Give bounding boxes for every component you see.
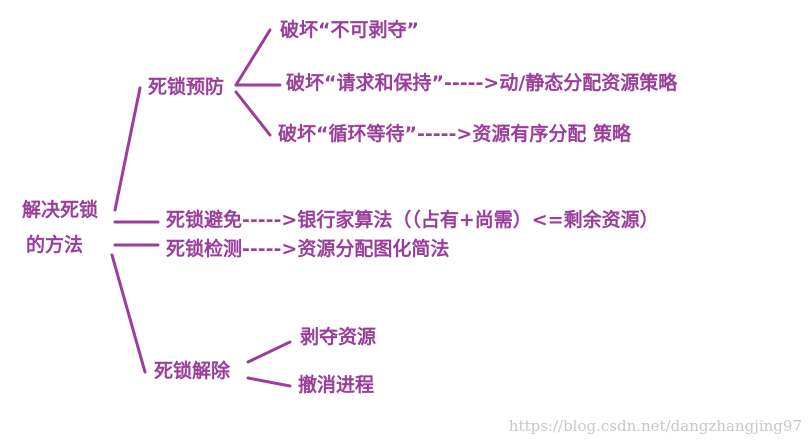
root-label-line-1: 解决死锁 [22,199,99,221]
root-label-line-2: 的方法 [26,234,84,256]
recovery-child-2: 撤消进程 [298,374,375,396]
prevention-child-3: 破坏“循环等待”----->资源有序分配 策略 [278,123,631,145]
connector-root-recovery [110,253,147,374]
watermark-url: https://blog.csdn.net/dangzhangjing97 [508,417,802,435]
prevention-child-1: 破坏“不可剥夺” [280,19,419,41]
connector-root-prevention [113,86,142,212]
recovery-node: 死锁解除 [154,360,231,382]
connector-recovery-child-2 [246,376,292,388]
connector-prevention-child-3 [234,90,272,137]
detection-node: 死锁检测----->资源分配图化简法 [166,238,450,260]
connector-recovery-child-1 [246,340,292,364]
prevention-node: 死锁预防 [148,76,225,98]
prevention-child-2: 破坏“请求和保持”----->动/静态分配资源策略 [286,72,678,94]
avoidance-node: 死锁避免----->银行家算法（（占有+尚需）<=剩余资源） [166,209,659,231]
connector-prevention-child-1 [234,28,272,87]
recovery-child-1: 剥夺资源 [300,326,377,348]
